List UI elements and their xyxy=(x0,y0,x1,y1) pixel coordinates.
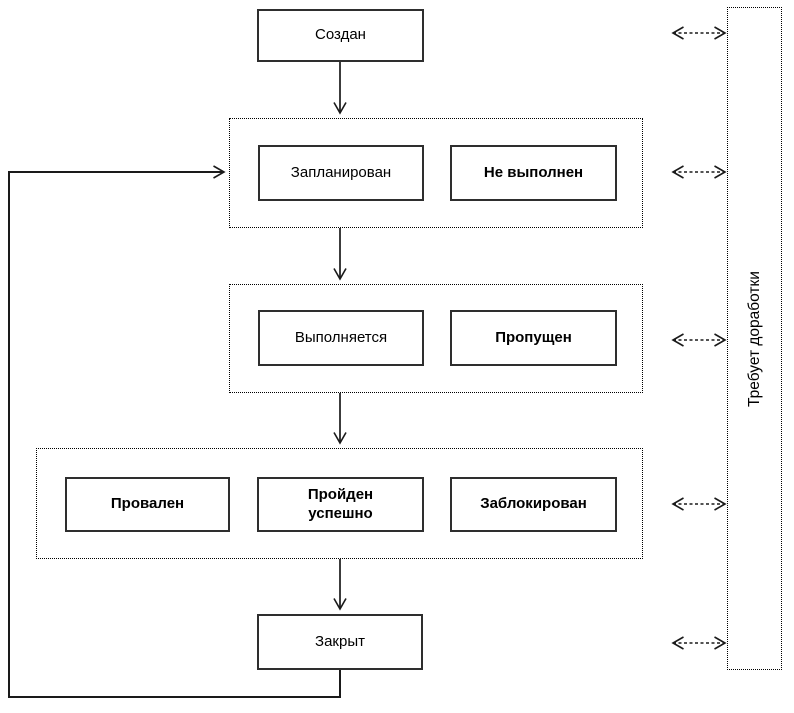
node-blocked-label: Заблокирован xyxy=(480,495,587,513)
node-closed-label: Закрыт xyxy=(315,632,365,650)
node-not-executed-label: Не выполнен xyxy=(483,163,584,181)
node-closed: Закрыт xyxy=(257,614,423,670)
node-planned: Запланирован xyxy=(258,145,424,201)
group-executing xyxy=(229,284,643,393)
node-rework-label: Требует доработки xyxy=(745,270,763,407)
node-created-label: Создан xyxy=(315,26,366,44)
group-result xyxy=(36,448,643,559)
node-passed-label: Пройден успешно xyxy=(307,485,374,522)
group-planned xyxy=(229,118,643,228)
node-blocked: Заблокирован xyxy=(450,477,617,532)
node-planned-label: Запланирован xyxy=(290,163,392,181)
node-failed-label: Провален xyxy=(110,495,185,513)
node-executing: Выполняется xyxy=(258,310,424,366)
node-failed: Провален xyxy=(65,477,230,532)
node-passed: Пройден успешно xyxy=(257,477,424,532)
node-skipped: Пропущен xyxy=(450,310,617,366)
node-skipped-label: Пропущен xyxy=(495,328,572,346)
arrow-feedback-closed-to-planned xyxy=(8,165,341,698)
node-executing-label: Выполняется xyxy=(294,328,388,346)
node-rework-band: Требует доработки xyxy=(727,7,782,670)
node-not-executed: Не выполнен xyxy=(450,145,617,201)
node-created: Создан xyxy=(257,9,424,62)
